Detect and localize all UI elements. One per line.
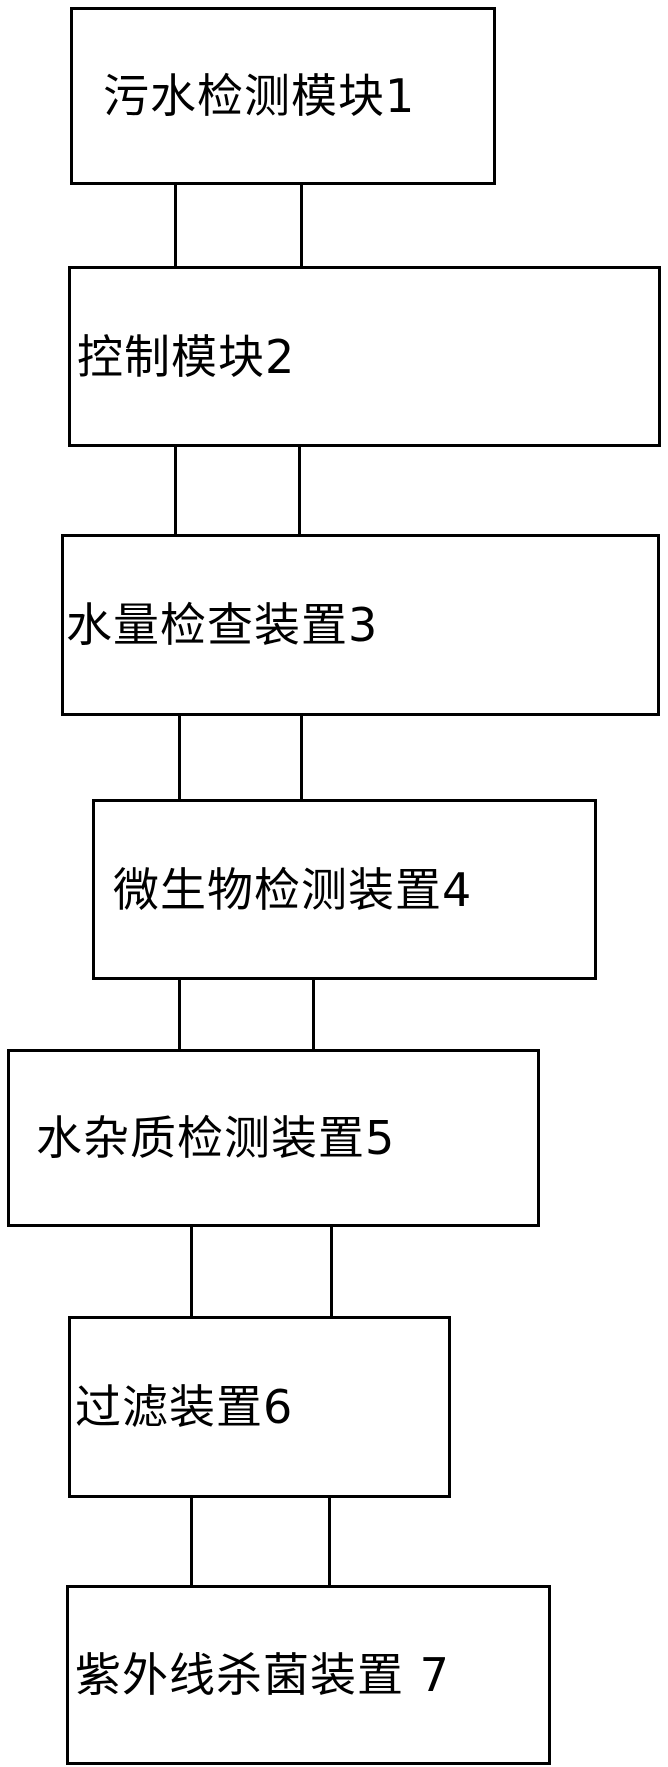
node-label: 过滤装置6 [75, 1380, 294, 1434]
node-microbe-detection-device: 微生物检测装置4 [92, 799, 597, 980]
connector-4-5-right [312, 980, 315, 1050]
node-label: 微生物检测装置4 [113, 862, 473, 917]
node-water-impurity-detection-device: 水杂质检测装置5 [7, 1049, 540, 1227]
node-label: 水量检查装置3 [66, 598, 379, 652]
node-label: 控制模块2 [77, 329, 296, 384]
connector-2-3-left [174, 447, 177, 535]
connector-5-6-right [330, 1227, 333, 1317]
connector-1-2-left [174, 185, 177, 267]
connector-2-3-right [298, 447, 301, 535]
node-filter-device: 过滤装置6 [68, 1316, 451, 1498]
node-label: 污水检测模块1 [103, 69, 416, 123]
connector-4-5-left [178, 980, 181, 1050]
node-uv-sterilization-device: 紫外线杀菌装置 7 [66, 1585, 551, 1765]
node-water-volume-inspection-device: 水量检查装置3 [61, 534, 660, 716]
connector-3-4-right [300, 716, 303, 800]
connector-5-6-left [190, 1227, 193, 1317]
node-label: 紫外线杀菌装置 7 [75, 1648, 450, 1702]
connector-6-7-right [328, 1498, 331, 1586]
connector-1-2-right [300, 185, 303, 267]
node-sewage-detection-module: 污水检测模块1 [70, 7, 496, 185]
node-label: 水杂质检测装置5 [36, 1111, 396, 1165]
connector-6-7-left [190, 1498, 193, 1586]
node-control-module: 控制模块2 [68, 266, 661, 447]
connector-3-4-left [178, 716, 181, 800]
